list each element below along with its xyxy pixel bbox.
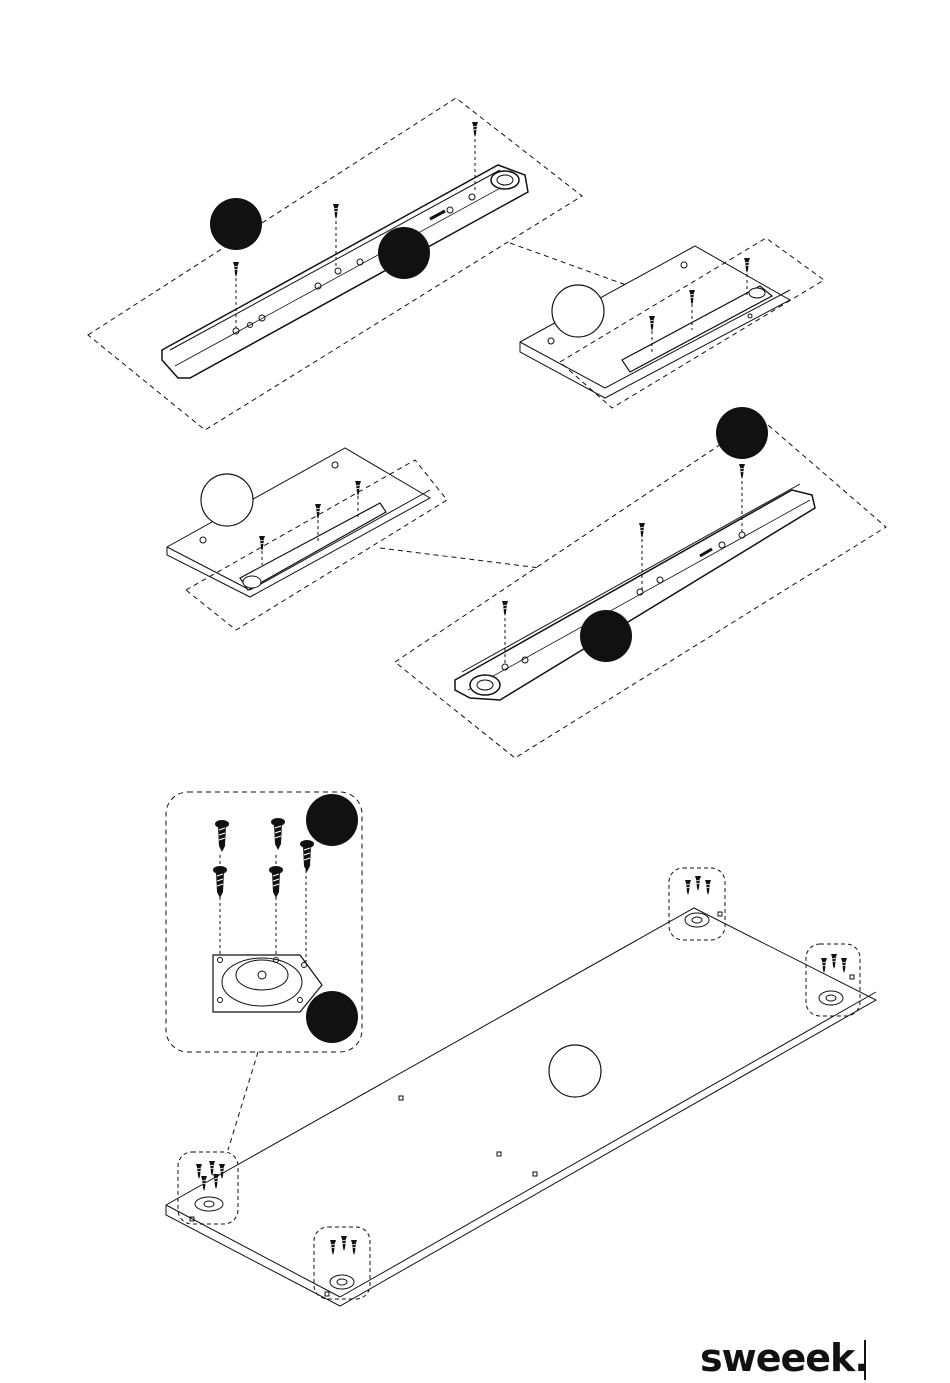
rail-left-screw [472, 122, 478, 137]
foot-screw [269, 866, 283, 898]
rail-right-group [395, 418, 886, 758]
rail-left-screw [233, 262, 239, 277]
rail-right-screw [639, 523, 645, 538]
rail-right-bar [455, 490, 815, 700]
brand-logo: sweeek. [700, 1336, 868, 1380]
callout-marker-outline [552, 285, 604, 337]
rail-left-bar [162, 165, 528, 378]
brand-divider [864, 1340, 866, 1380]
foot-screw [300, 840, 314, 872]
base-panel-group [166, 868, 876, 1306]
callout-marker-filled [306, 991, 358, 1043]
foot-screw [271, 818, 285, 850]
callout-marker-outline [549, 1045, 601, 1097]
rail-left-group [88, 98, 582, 430]
foot-screw [215, 820, 229, 852]
callout-marker-filled [210, 198, 262, 250]
callout-marker-outline [201, 474, 253, 526]
panel-left-board [167, 448, 430, 597]
callout-marker-filled [716, 407, 768, 459]
rail-right-screw [502, 601, 508, 616]
callout-marker-filled [580, 610, 632, 662]
rail-right-roller [470, 675, 500, 695]
rail-left-roller [491, 171, 519, 189]
rail-right-screw [739, 464, 745, 479]
rail-left-screw [333, 204, 339, 219]
callout-marker-filled [306, 794, 358, 846]
foot-screw [213, 866, 227, 898]
panel-right-screw [744, 258, 750, 273]
callout-marker-filled [378, 227, 430, 279]
panel-left-group [167, 448, 447, 630]
